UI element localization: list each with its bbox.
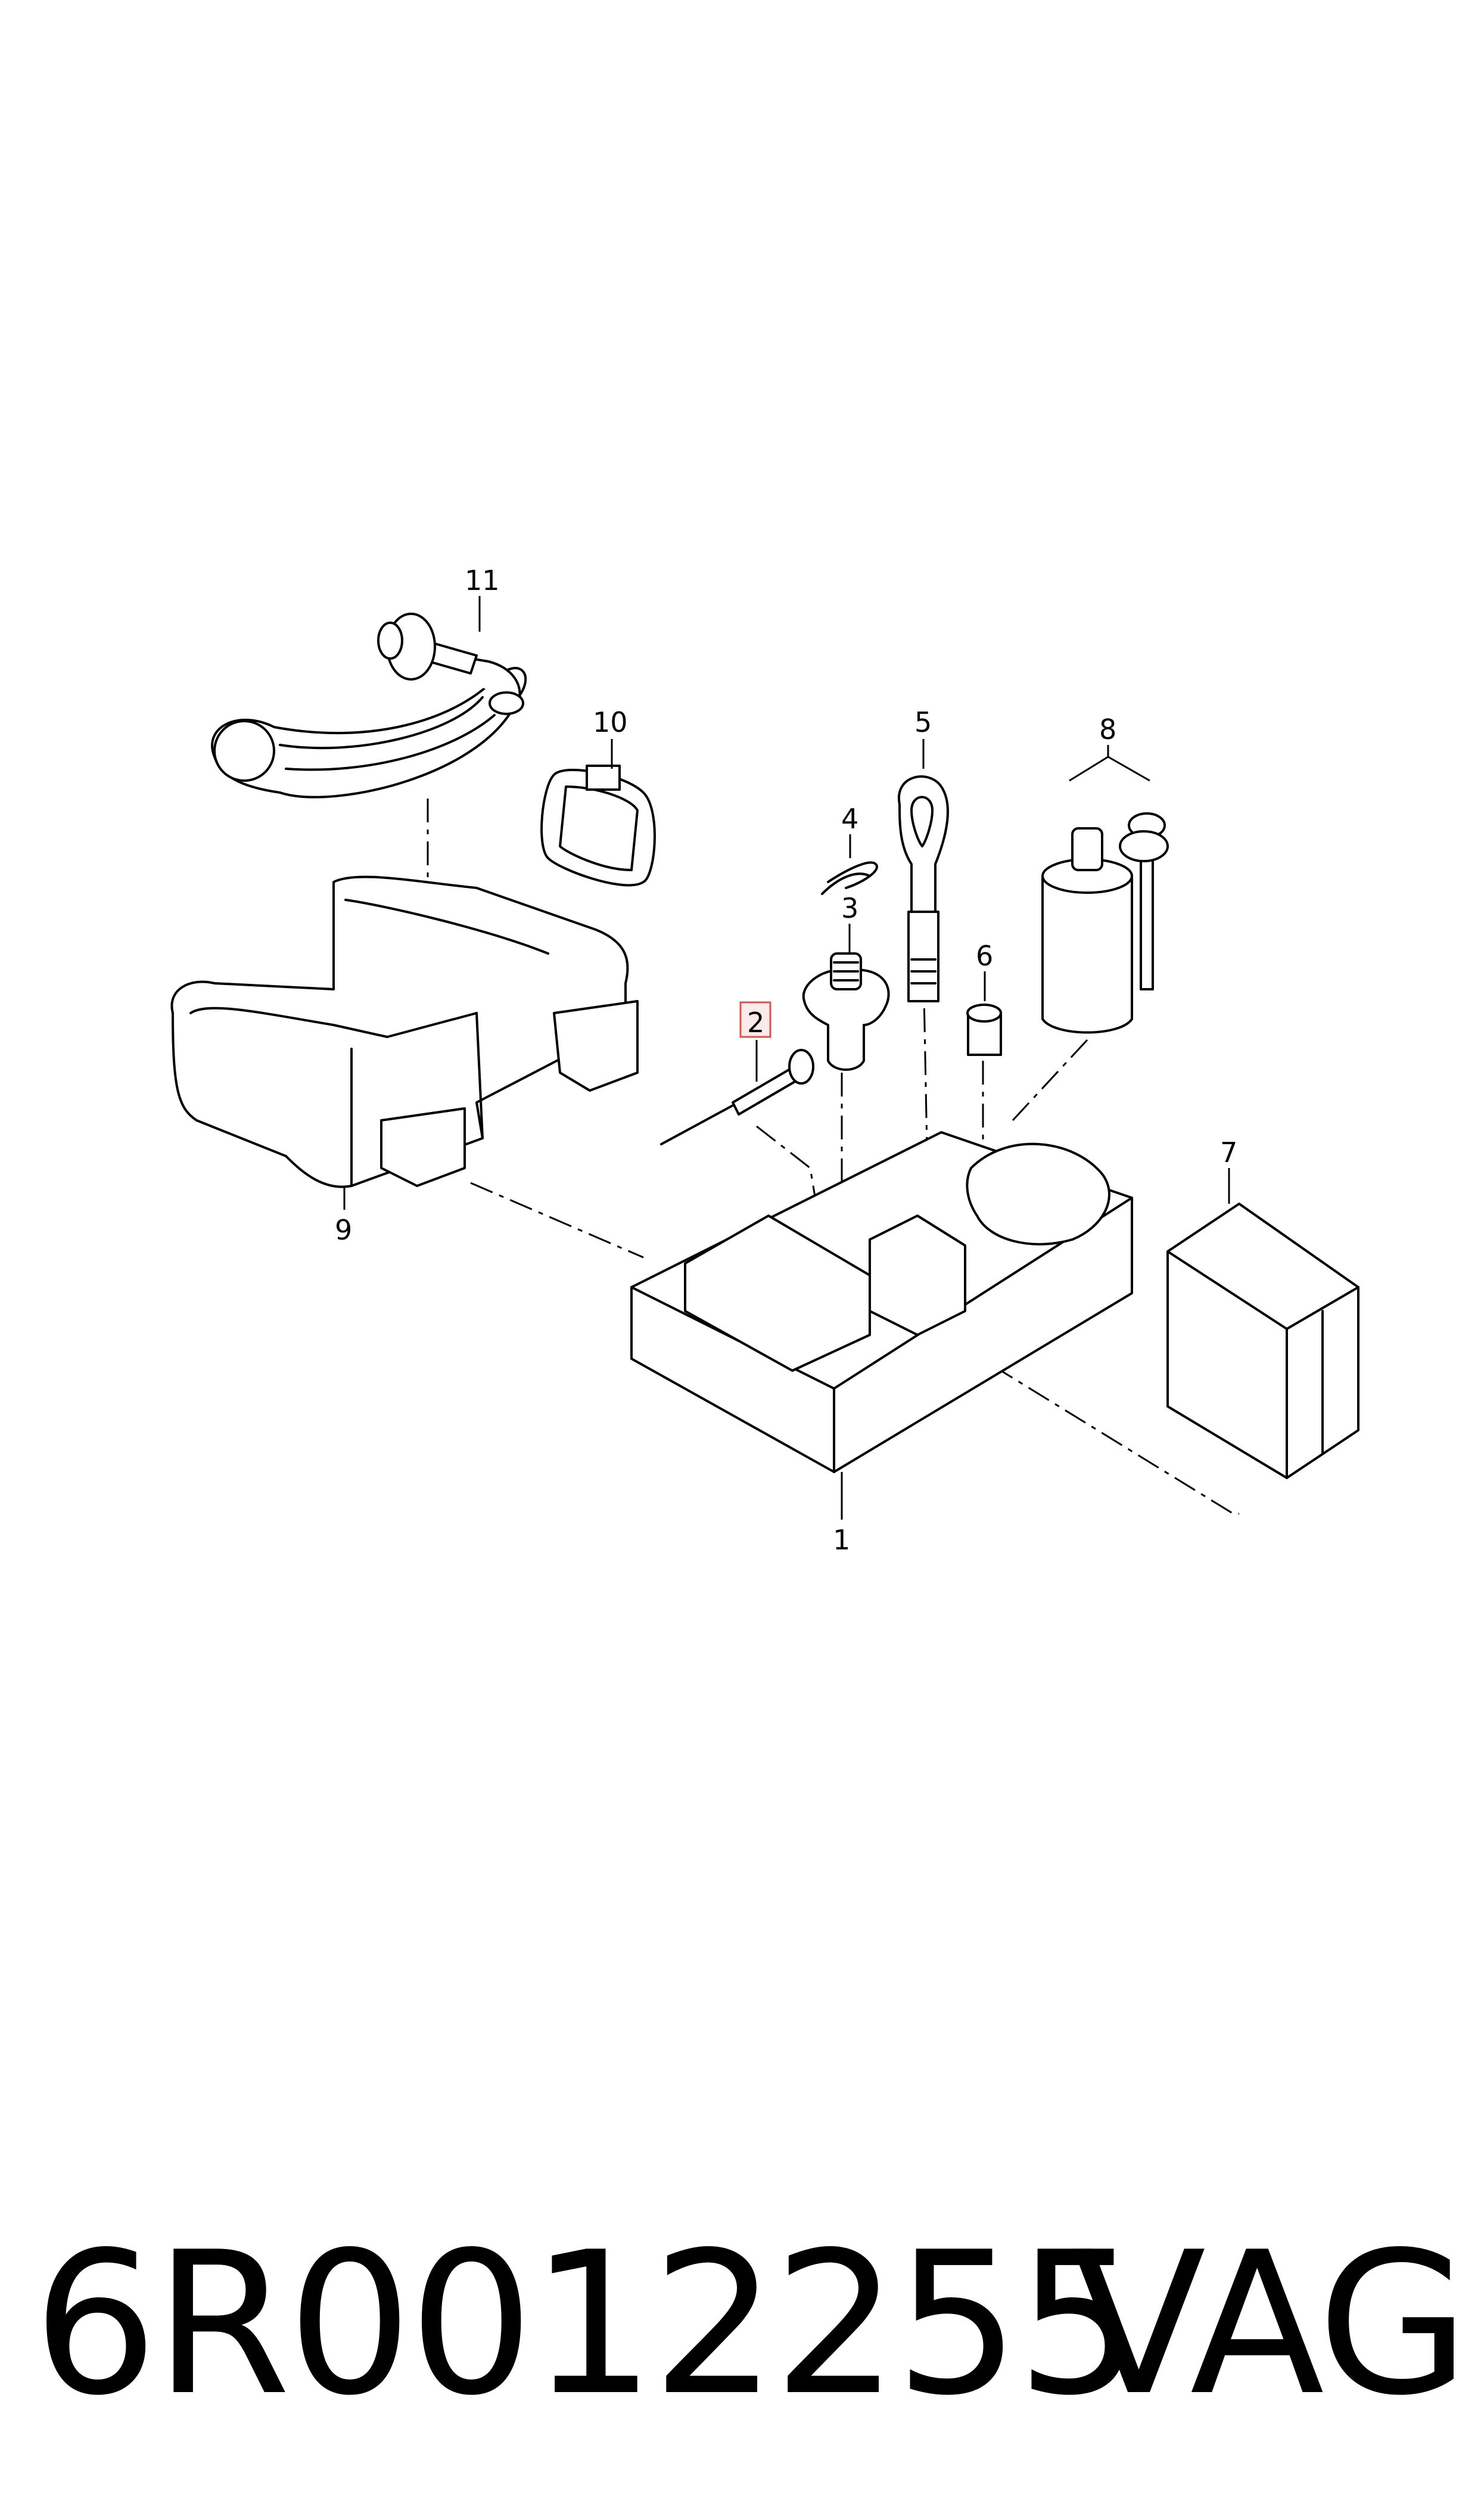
callout-7: 7 <box>1220 1136 1237 1169</box>
part-8-compressor <box>1041 812 1169 1034</box>
part-1-main-tray <box>630 1131 1133 1473</box>
part-4-clip <box>821 861 878 895</box>
part-9-foam-tray <box>170 875 639 1188</box>
part-11-tow-hook <box>211 613 527 799</box>
part-5-tow-eye <box>897 775 949 1002</box>
callout-10: 10 <box>593 706 628 738</box>
callout-labels: 11 10 5 8 4 3 6 2 7 9 1 <box>335 564 1237 1556</box>
callout-11: 11 <box>465 564 500 597</box>
callout-5: 5 <box>914 706 932 738</box>
part-6-adapter <box>966 1004 1002 1056</box>
callout-4: 4 <box>841 803 858 835</box>
callout-8: 8 <box>1099 713 1116 746</box>
callout-6: 6 <box>976 940 993 972</box>
callout-9: 9 <box>335 1214 352 1246</box>
part-number: 6R0012255 <box>33 2210 1141 2439</box>
part-3-valve-adapter <box>802 952 890 1071</box>
callout-3: 3 <box>841 892 858 924</box>
callout-2-highlight-box <box>739 1001 771 1038</box>
brand-name: VAG <box>1071 2210 1470 2439</box>
callout-2: 2 <box>747 1007 764 1039</box>
part-10-strap <box>540 765 656 887</box>
part-2-valve-tool <box>660 1049 814 1145</box>
callout-1: 1 <box>833 1524 850 1556</box>
part-7-sealant-box <box>1166 1203 1359 1479</box>
